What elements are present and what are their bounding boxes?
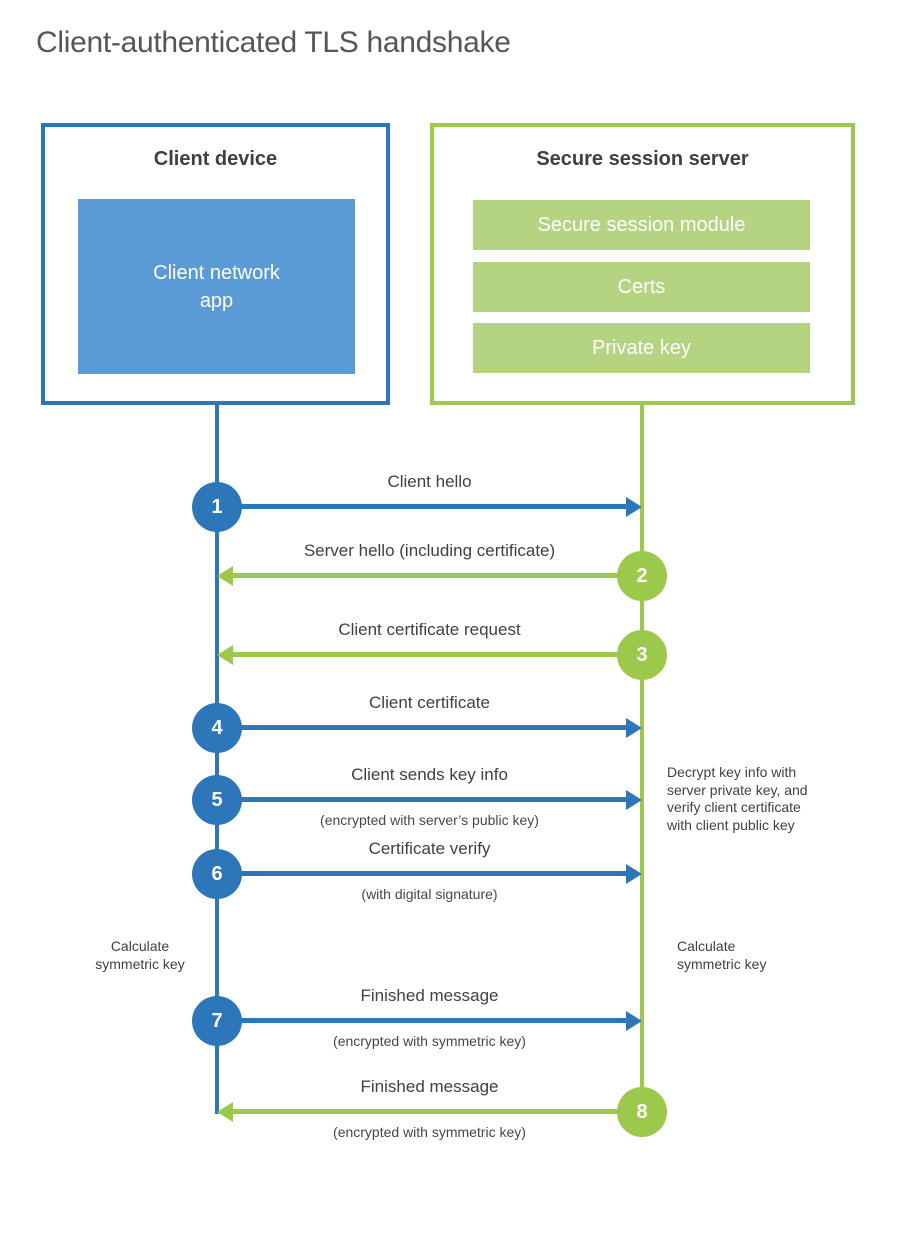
arrow-line: [240, 871, 628, 876]
arrow-right-icon: [626, 790, 642, 810]
message-label: Client certificate request: [338, 620, 521, 639]
step-badge: 5: [192, 775, 242, 825]
calculate-symmetric-key-note-client: Calculate symmetric key: [95, 938, 185, 972]
arrow-left-icon: [217, 566, 233, 586]
message-sublabel: (encrypted with server’s public key): [320, 812, 539, 828]
client-device-box: Client device Client network app: [41, 123, 390, 405]
page-title: Client-authenticated TLS handshake: [36, 26, 511, 59]
handshake-step-2: 2 Server hello (including certificate): [0, 531, 900, 621]
message-label: Certificate verify: [368, 839, 491, 858]
arrow-line: [240, 504, 628, 509]
step-badge: 4: [192, 703, 242, 753]
arrow-line: [240, 1018, 628, 1023]
arrow-left-icon: [217, 1102, 233, 1122]
calculate-symmetric-key-note-server: Calculate symmetric key: [677, 938, 767, 972]
step-badge: 3: [617, 630, 667, 680]
message-label: Finished message: [360, 986, 499, 1005]
message-sublabel: (with digital signature): [361, 886, 498, 902]
server-lifeline: [640, 405, 644, 1137]
arrow-left-icon: [217, 645, 233, 665]
client-network-app-box: Client network app: [78, 199, 355, 374]
arrow-right-icon: [626, 497, 642, 517]
step-badge: 7: [192, 996, 242, 1046]
handshake-step-3: 3 Client certificate request: [0, 610, 900, 700]
server-module-certs: Certs: [473, 262, 810, 312]
step-badge: 6: [192, 849, 242, 899]
step-badge: 2: [617, 551, 667, 601]
step-badge: 1: [192, 482, 242, 532]
message-sublabel: (encrypted with symmetric key): [333, 1124, 526, 1140]
arrow-line: [240, 725, 628, 730]
server-module-secure-session: Secure session module: [473, 200, 810, 250]
arrow-line: [232, 652, 618, 657]
decrypt-key-note: Decrypt key info with server private key…: [667, 764, 808, 833]
handshake-step-4: 4 Client certificate: [0, 683, 900, 773]
handshake-step-1: 1 Client hello: [0, 462, 900, 552]
arrow-line: [232, 1109, 618, 1114]
handshake-step-7: 7 Finished message (encrypted with symme…: [0, 976, 900, 1066]
client-device-title: Client device: [153, 148, 278, 170]
message-label: Client certificate: [369, 693, 490, 712]
arrow-right-icon: [626, 864, 642, 884]
message-sublabel: (encrypted with symmetric key): [333, 1033, 526, 1049]
handshake-step-5: 5 Client sends key info (encrypted with …: [0, 755, 900, 845]
message-label: Client hello: [387, 472, 472, 491]
client-lifeline: [215, 405, 219, 1114]
arrow-line: [232, 573, 618, 578]
message-label: Client sends key info: [351, 765, 508, 784]
handshake-step-8: 8 Finished message (encrypted with symme…: [0, 1067, 900, 1157]
arrow-right-icon: [626, 1011, 642, 1031]
step-badge: 8: [617, 1087, 667, 1137]
server-module-private-key: Private key: [473, 323, 810, 373]
server-title: Secure session server: [536, 148, 749, 170]
secure-session-server-box: Secure session server Secure session mod…: [430, 123, 855, 405]
arrow-right-icon: [626, 718, 642, 738]
message-label: Finished message: [360, 1077, 499, 1096]
arrow-line: [240, 797, 628, 802]
handshake-step-6: 6 Certificate verify (with digital signa…: [0, 829, 900, 919]
message-label: Server hello (including certificate): [303, 541, 556, 560]
